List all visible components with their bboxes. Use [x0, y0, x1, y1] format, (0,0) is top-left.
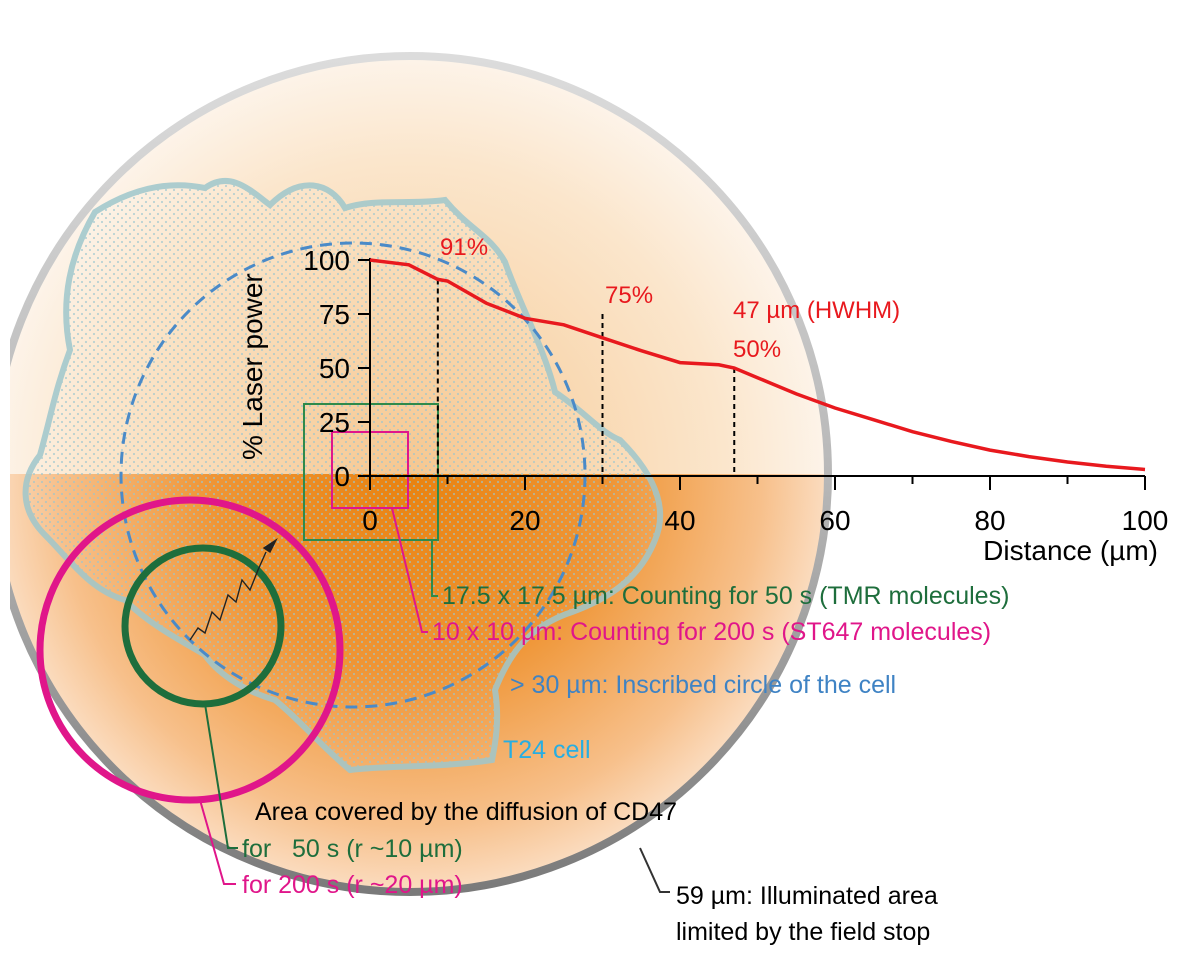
- marker-label-50: 50%: [733, 336, 781, 363]
- x-axis-label: Distance (µm): [983, 535, 1158, 566]
- axis-tick-labels: 0 20 40 60 80 100 0 25 50 75 100: [303, 245, 1168, 536]
- hwhm-marker-lines: [436, 279, 736, 476]
- diffusion-circle-200s: [36, 496, 344, 804]
- y-axis-label: % Laser power: [237, 273, 268, 460]
- y-tick-label: 100: [303, 245, 350, 276]
- inscribed-circle-label: > 30 µm: Inscribed circle of the cell: [510, 671, 896, 699]
- random-walk-trajectory: [189, 537, 278, 641]
- x-tick-label: 60: [819, 505, 850, 536]
- green-circle-leader: [204, 703, 238, 849]
- y-tick-label: 75: [319, 299, 350, 330]
- diffusion-circle-50s: [121, 544, 285, 708]
- magenta-circle-leader: [199, 799, 236, 885]
- field-stop-leader: [639, 847, 670, 893]
- diffusion-title: Area covered by the diffusion of CD47: [255, 798, 677, 826]
- x-tick-label: 40: [664, 505, 695, 536]
- x-tick-label: 100: [1122, 505, 1169, 536]
- diffusion-50s-label: for 50 s (r ~10 µm): [242, 835, 463, 863]
- t24-cell-outline: [22, 177, 663, 774]
- x-tick-label: 20: [509, 505, 540, 536]
- tmr-box-label: 17.5 x 17.5 µm: Counting for 50 s (TMR m…: [442, 582, 1009, 610]
- x-tick-label: 0: [362, 505, 378, 536]
- x-tick-label: 80: [974, 505, 1005, 536]
- tmr-leader: [431, 540, 438, 597]
- axis-ticks: [358, 259, 1146, 490]
- field-stop-label-2: limited by the field stop: [676, 918, 930, 946]
- field-stop-circle: [10, 52, 832, 896]
- y-tick-label: 25: [319, 407, 350, 438]
- diffusion-200s-label: for 200 s (r ~20 µm): [242, 871, 463, 899]
- st647-box-label: 10 x 10 µm: Counting for 200 s (ST647 mo…: [432, 618, 991, 646]
- cell-label: T24 cell: [503, 736, 591, 764]
- y-tick-label: 0: [334, 461, 350, 492]
- st647-leader: [391, 507, 428, 633]
- hwhm-label: 47 µm (HWHM): [733, 297, 900, 324]
- y-tick-label: 50: [319, 353, 350, 384]
- marker-label-75: 75%: [605, 282, 653, 309]
- marker-label-91: 91%: [440, 234, 488, 261]
- laser-power-curve: [369, 258, 1146, 472]
- field-stop-label-1: 59 µm: Illuminated area: [676, 882, 938, 910]
